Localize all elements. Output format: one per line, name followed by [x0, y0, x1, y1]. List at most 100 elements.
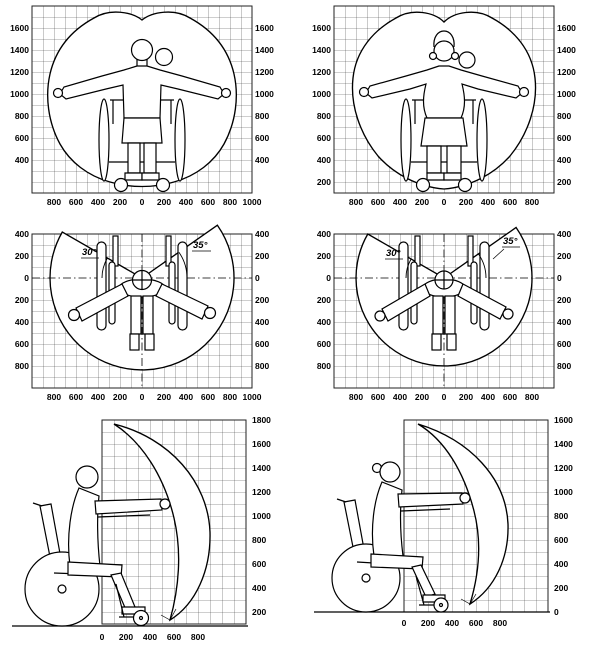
axis-tick-label: 200 — [317, 251, 331, 261]
axis-tick-label: 800 — [317, 111, 331, 121]
torso — [371, 481, 404, 557]
axis-tick-label: 1600 — [554, 415, 573, 425]
axis-tick-label: 200 — [15, 295, 29, 305]
axis-tick-label: 800 — [255, 111, 269, 121]
wheelchair-user-front-female — [358, 30, 530, 193]
leg-left — [426, 145, 442, 174]
back-post-right — [165, 235, 172, 267]
axis-tick-label: 600 — [15, 133, 29, 143]
axis-tick-label: 1200 — [557, 67, 576, 77]
axis-tick-label: 0 — [100, 632, 105, 642]
arm-left — [381, 283, 431, 322]
axis-tick-label: 600 — [255, 133, 269, 143]
axis-tick-label: 1000 — [557, 89, 576, 99]
axis-tick-label: 1400 — [554, 439, 573, 449]
axis-tick-label: 800 — [223, 197, 237, 207]
axis-tick-label: 400 — [255, 229, 269, 239]
axis-tick-label: 0 — [24, 273, 29, 283]
axis-tick-label: 800 — [349, 197, 363, 207]
caster-hub — [138, 615, 144, 621]
axis-tick-label: 0 — [554, 607, 559, 617]
axis-tick-label: 400 — [445, 618, 459, 628]
axis-tick-label: 600 — [69, 392, 83, 402]
axis-tick-label: 600 — [469, 618, 483, 628]
push-handle — [336, 498, 347, 503]
head — [75, 465, 99, 489]
axis-tick-label: 800 — [15, 111, 29, 121]
hand — [159, 498, 171, 510]
caster-hub — [438, 602, 444, 608]
caster-left — [415, 177, 431, 193]
axis-tick-label: 400 — [91, 197, 105, 207]
axis-tick-label: 1600 — [10, 23, 29, 33]
axis-tick-label: 1200 — [10, 67, 29, 77]
hand-right — [203, 306, 217, 320]
angle-label-right: 35° — [193, 240, 208, 251]
hand-right — [220, 87, 232, 99]
head — [433, 40, 455, 62]
foot-left — [124, 172, 143, 181]
axis-tick-label: 200 — [252, 607, 266, 617]
axis-tick-label: 0 — [326, 273, 331, 283]
axis-tick-label: 200 — [459, 392, 473, 402]
hair-right — [450, 51, 460, 61]
axis-tick-label: 400 — [481, 197, 495, 207]
axis-tick-label: 400 — [179, 392, 193, 402]
hand-left — [52, 87, 64, 99]
axis-tick-label: 600 — [557, 339, 571, 349]
arm-left — [75, 283, 129, 322]
axis-tick-label: 1600 — [312, 23, 331, 33]
axis-tick-label: 800 — [47, 197, 61, 207]
back-post-left — [414, 235, 421, 267]
axis-tick-label: 1400 — [252, 463, 271, 473]
angle-pointer-right — [492, 246, 520, 260]
foot-right — [443, 172, 462, 181]
axis-tick-label: 200 — [557, 295, 571, 305]
foot-left — [129, 333, 140, 351]
rear-wheel-left — [98, 98, 110, 182]
axis-tick-label: 600 — [15, 339, 29, 349]
axis-tick-label: 1000 — [10, 89, 29, 99]
axis-tick-label: 400 — [393, 197, 407, 207]
axis-tick-label: 600 — [371, 392, 385, 402]
hand-left — [67, 308, 81, 322]
leg-left — [127, 142, 141, 174]
wheel-right — [479, 241, 490, 331]
wheelchair-user-side-female — [331, 461, 471, 613]
axis-tick-label: 600 — [317, 339, 331, 349]
caster-right — [155, 177, 171, 193]
axis-tick-label: 400 — [91, 392, 105, 402]
axis-tick-label: 800 — [554, 511, 568, 521]
rear-wheel-left — [400, 98, 412, 182]
head — [379, 461, 401, 483]
wheelchair-user-front-male — [52, 38, 232, 193]
axis-tick-label: 400 — [15, 317, 29, 327]
axis-tick-label: 200 — [557, 251, 571, 261]
angle-label-left: 30° — [82, 247, 97, 258]
arc-arrowhead — [460, 593, 477, 605]
leg-right — [143, 142, 157, 174]
thigh-right — [142, 295, 154, 335]
axis-tick-label: 200 — [157, 197, 171, 207]
angle-arc-right — [178, 251, 188, 279]
second-arm — [400, 508, 451, 512]
axis-tick-label: 200 — [255, 295, 269, 305]
push-handle — [32, 502, 43, 507]
caster-left — [113, 177, 129, 193]
axis-tick-label: 200 — [459, 197, 473, 207]
angle-arc-left — [405, 258, 412, 279]
axis-tick-label: 200 — [119, 632, 133, 642]
axis-tick-label: 1200 — [312, 67, 331, 77]
axis-tick-label: 600 — [554, 535, 568, 545]
head — [130, 38, 154, 62]
lap — [420, 117, 468, 147]
